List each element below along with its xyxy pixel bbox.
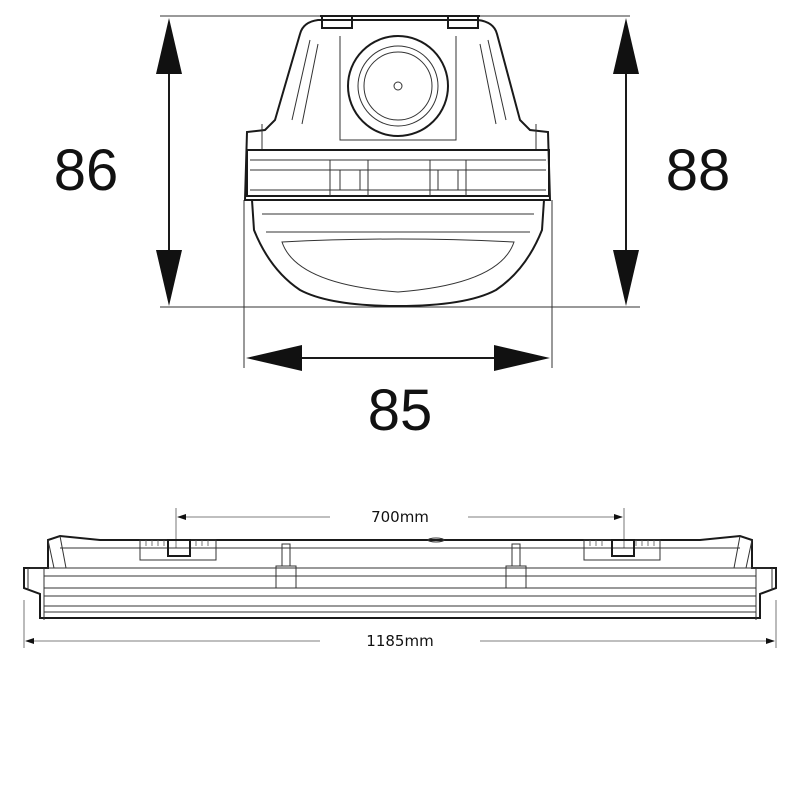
housing-ribs — [291, 39, 507, 125]
latch-left — [275, 565, 297, 589]
right-height-arrow-bottom — [613, 250, 639, 306]
diffuser-lens — [251, 199, 545, 308]
cross-section-view: 86 88 85 — [54, 15, 731, 443]
left-height-label: 86 — [54, 138, 119, 203]
left-height-arrow-top — [156, 18, 182, 74]
housing-inner-frame — [339, 36, 457, 141]
support-post-right — [511, 543, 521, 567]
mount-spacing-label: 700mm — [371, 508, 429, 526]
mount-bracket-right-teeth — [589, 540, 655, 546]
band-clips — [339, 170, 459, 191]
width-arrow-left — [246, 345, 302, 371]
housing-band — [246, 149, 550, 197]
end-cap-middle — [357, 45, 439, 127]
housing-top-cap — [321, 16, 479, 29]
diffuser-inner-lines — [262, 213, 534, 233]
mount-clip-left — [167, 539, 191, 557]
fixture-end-caps — [47, 535, 753, 569]
mount-arrow-right — [614, 514, 623, 520]
left-height-arrow-bottom — [156, 250, 182, 306]
right-height-label: 88 — [666, 138, 731, 203]
band-dividers — [329, 160, 467, 196]
diffuser-inner-curve — [281, 238, 515, 293]
end-cap-inner — [363, 51, 433, 121]
mount-clip-right — [611, 539, 635, 557]
side-view: 700mm 1185mm — [23, 508, 777, 650]
width-label: 85 — [368, 378, 433, 443]
end-cap-center — [393, 81, 403, 91]
fixture-end-edges — [27, 568, 773, 620]
total-length-label: 1185mm — [366, 632, 433, 650]
right-height-arrow-top — [613, 18, 639, 74]
length-arrow-left — [25, 638, 34, 644]
length-arrow-right — [766, 638, 775, 644]
housing-side-clips — [261, 124, 537, 150]
mount-bracket-left-teeth — [145, 540, 209, 546]
center-mark — [427, 537, 445, 543]
housing-top-body — [243, 19, 552, 201]
mount-arrow-left — [177, 514, 186, 520]
latch-right — [505, 565, 527, 589]
end-cap-outer — [347, 35, 449, 137]
width-arrow-right — [494, 345, 550, 371]
support-post-left — [281, 543, 291, 567]
